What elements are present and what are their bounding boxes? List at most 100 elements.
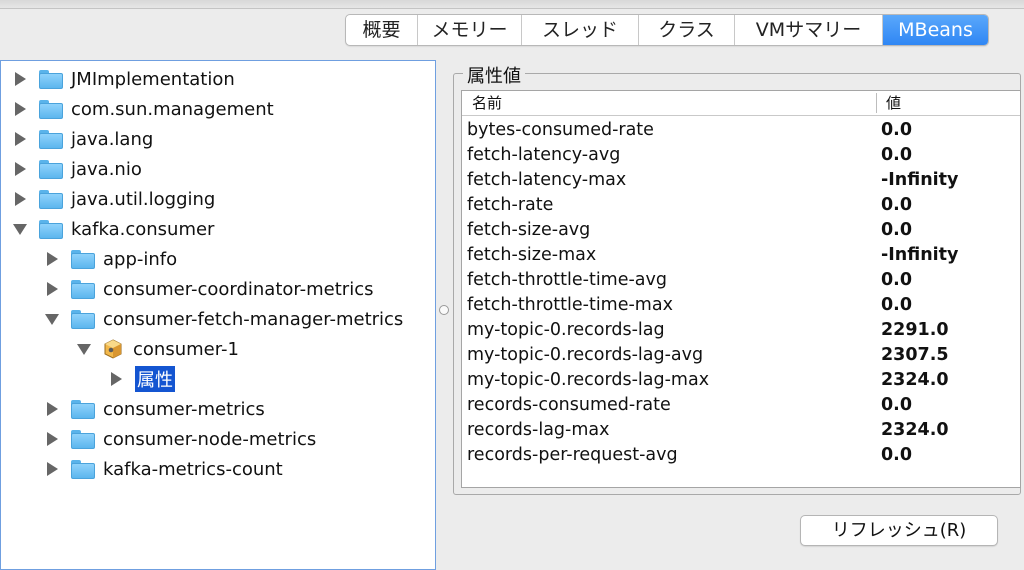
tree-node-attributes[interactable]: 属性: [109, 364, 175, 394]
tree-node-label: consumer-node-metrics: [103, 428, 317, 450]
column-header-value[interactable]: 値: [886, 94, 902, 112]
folder-icon: [39, 159, 63, 179]
attribute-name: fetch-size-avg: [467, 220, 591, 240]
table-row[interactable]: fetch-throttle-time-avg 0.0: [462, 268, 1020, 293]
attribute-name: records-lag-max: [467, 420, 610, 440]
table-row[interactable]: fetch-latency-max -Infinity: [462, 168, 1020, 193]
attribute-value: -Infinity: [881, 170, 959, 190]
mbean-tree[interactable]: JMImplementation com.sun.management java…: [0, 60, 436, 570]
split-pane-divider-handle[interactable]: [439, 305, 449, 315]
tree-node[interactable]: kafka.consumer: [13, 214, 214, 244]
attribute-value: 0.0: [881, 270, 913, 290]
tab-classes[interactable]: クラス: [639, 15, 735, 45]
attribute-value: 2324.0: [881, 370, 949, 390]
table-header: 名前 値: [462, 91, 1020, 116]
collapse-arrow-icon[interactable]: [77, 342, 91, 356]
attribute-name: bytes-consumed-rate: [467, 120, 654, 140]
folder-icon: [39, 69, 63, 89]
tree-node[interactable]: consumer-coordinator-metrics: [45, 274, 373, 304]
attribute-value: 0.0: [881, 195, 913, 215]
tree-node-label: com.sun.management: [71, 98, 274, 120]
tree-node[interactable]: consumer-metrics: [45, 394, 265, 424]
folder-icon: [71, 399, 95, 419]
tree-node-label: consumer-coordinator-metrics: [103, 278, 374, 300]
expand-arrow-icon[interactable]: [45, 432, 59, 446]
attribute-table[interactable]: 名前 値 bytes-consumed-rate 0.0 fetch-latenc…: [461, 90, 1021, 488]
table-row[interactable]: records-lag-max 2324.0: [462, 418, 1020, 443]
mbean-icon: [104, 339, 122, 359]
attribute-name: my-topic-0.records-lag: [467, 320, 665, 340]
tree-node-label: java.lang: [71, 128, 154, 150]
tree-node[interactable]: consumer-fetch-manager-metrics: [45, 304, 403, 334]
expand-arrow-icon[interactable]: [13, 132, 27, 146]
expand-arrow-icon[interactable]: [13, 162, 27, 176]
tree-node[interactable]: java.lang: [13, 124, 153, 154]
tab-vm-summary[interactable]: VMサマリー: [735, 15, 883, 45]
attribute-name: fetch-size-max: [467, 245, 597, 265]
attribute-name: fetch-throttle-time-max: [467, 295, 673, 315]
attribute-value: 2324.0: [881, 420, 949, 440]
tab-mbeans[interactable]: MBeans: [883, 15, 988, 45]
table-row[interactable]: fetch-size-max -Infinity: [462, 243, 1020, 268]
tree-node[interactable]: app-info: [45, 244, 177, 274]
tree-node[interactable]: java.nio: [13, 154, 142, 184]
table-row[interactable]: fetch-rate 0.0: [462, 193, 1020, 218]
attribute-name: fetch-latency-max: [467, 170, 627, 190]
expand-arrow-icon[interactable]: [45, 282, 59, 296]
attribute-value: 0.0: [881, 445, 913, 465]
expand-arrow-icon[interactable]: [13, 192, 27, 206]
tab-memory[interactable]: メモリー: [418, 15, 522, 45]
collapse-arrow-icon[interactable]: [13, 222, 27, 236]
table-row[interactable]: bytes-consumed-rate 0.0: [462, 118, 1020, 143]
tree-node-label: kafka.consumer: [71, 218, 215, 240]
expand-arrow-icon[interactable]: [45, 402, 59, 416]
table-row[interactable]: fetch-size-avg 0.0: [462, 218, 1020, 243]
tab-overview[interactable]: 概要: [346, 15, 418, 45]
attribute-value: 0.0: [881, 120, 913, 140]
tree-node-label: JMImplementation: [71, 68, 235, 90]
refresh-button[interactable]: リフレッシュ(R): [800, 515, 998, 546]
folder-icon: [71, 249, 95, 269]
tree-node-label: consumer-1: [133, 338, 239, 360]
expand-arrow-icon[interactable]: [109, 372, 123, 386]
expand-arrow-icon[interactable]: [45, 252, 59, 266]
tree-node-label: consumer-metrics: [103, 398, 265, 420]
window-title-strip: [0, 0, 1024, 9]
expand-arrow-icon[interactable]: [13, 102, 27, 116]
tree-node-label: java.nio: [71, 158, 142, 180]
tree-node[interactable]: com.sun.management: [13, 94, 274, 124]
expand-arrow-icon[interactable]: [45, 462, 59, 476]
tree-node[interactable]: consumer-1: [77, 334, 239, 364]
attribute-value: 0.0: [881, 295, 913, 315]
attribute-value: 2291.0: [881, 320, 949, 340]
tab-threads[interactable]: スレッド: [522, 15, 639, 45]
tree-node-label: app-info: [103, 248, 178, 270]
tree-node-label: consumer-fetch-manager-metrics: [103, 308, 404, 330]
column-header-name[interactable]: 名前: [472, 94, 503, 112]
main-tab-bar: 概要 メモリー スレッド クラス VMサマリー MBeans: [345, 14, 989, 46]
folder-icon: [39, 99, 63, 119]
attribute-value: 0.0: [881, 220, 913, 240]
attribute-value: -Infinity: [881, 245, 959, 265]
tree-node[interactable]: java.util.logging: [13, 184, 215, 214]
table-row[interactable]: my-topic-0.records-lag 2291.0: [462, 318, 1020, 343]
table-row[interactable]: fetch-throttle-time-max 0.0: [462, 293, 1020, 318]
collapse-arrow-icon[interactable]: [45, 312, 59, 326]
tree-node[interactable]: consumer-node-metrics: [45, 424, 316, 454]
attribute-name: fetch-rate: [467, 195, 554, 215]
folder-icon: [71, 279, 95, 299]
tree-node[interactable]: kafka-metrics-count: [45, 454, 283, 484]
attribute-value: 0.0: [881, 395, 913, 415]
column-divider[interactable]: [876, 93, 877, 113]
attribute-name: fetch-throttle-time-avg: [467, 270, 667, 290]
folder-icon: [39, 129, 63, 149]
tree-node[interactable]: JMImplementation: [13, 64, 235, 94]
tree-node-label: kafka-metrics-count: [103, 458, 283, 480]
tree-node-label: java.util.logging: [71, 188, 216, 210]
expand-arrow-icon[interactable]: [13, 72, 27, 86]
